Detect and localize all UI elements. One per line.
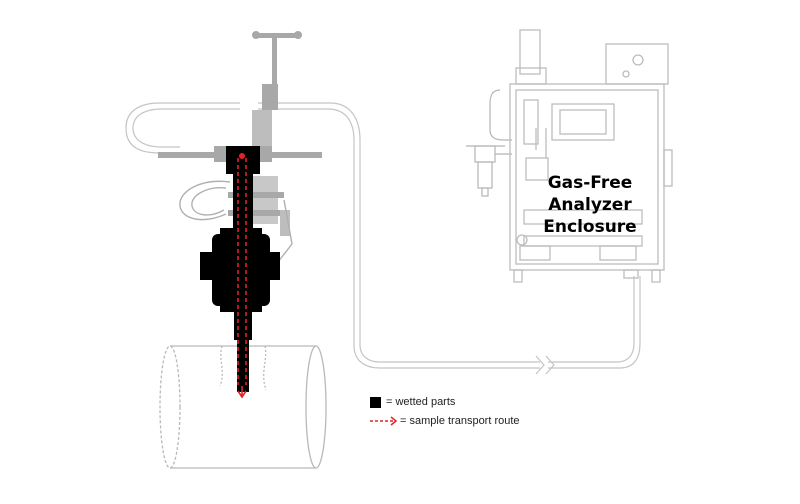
legend-item-route: = sample transport route bbox=[370, 415, 520, 427]
handle-loop bbox=[179, 180, 293, 263]
enclosure-title-line-3: Enclosure bbox=[543, 217, 637, 237]
legend-item-wetted: = wetted parts bbox=[370, 396, 455, 408]
analyzer-enclosure bbox=[509, 29, 673, 283]
legend-wetted-swatch bbox=[370, 397, 381, 408]
enclosure-title-line-1: Gas-Free bbox=[547, 173, 633, 193]
legend-label-route: = sample transport route bbox=[400, 415, 520, 427]
sample-tubing bbox=[125, 102, 641, 375]
legend-label-wetted: = wetted parts bbox=[386, 396, 456, 408]
sample-route bbox=[237, 153, 247, 399]
enclosure-title-line-2: Analyzer bbox=[548, 195, 632, 215]
enclosure-title: Gas-Free Analyzer Enclosure bbox=[530, 172, 650, 238]
arrow-right-icon bbox=[390, 416, 398, 426]
filter-regulator bbox=[466, 89, 512, 197]
legend-glyphs bbox=[370, 397, 398, 426]
